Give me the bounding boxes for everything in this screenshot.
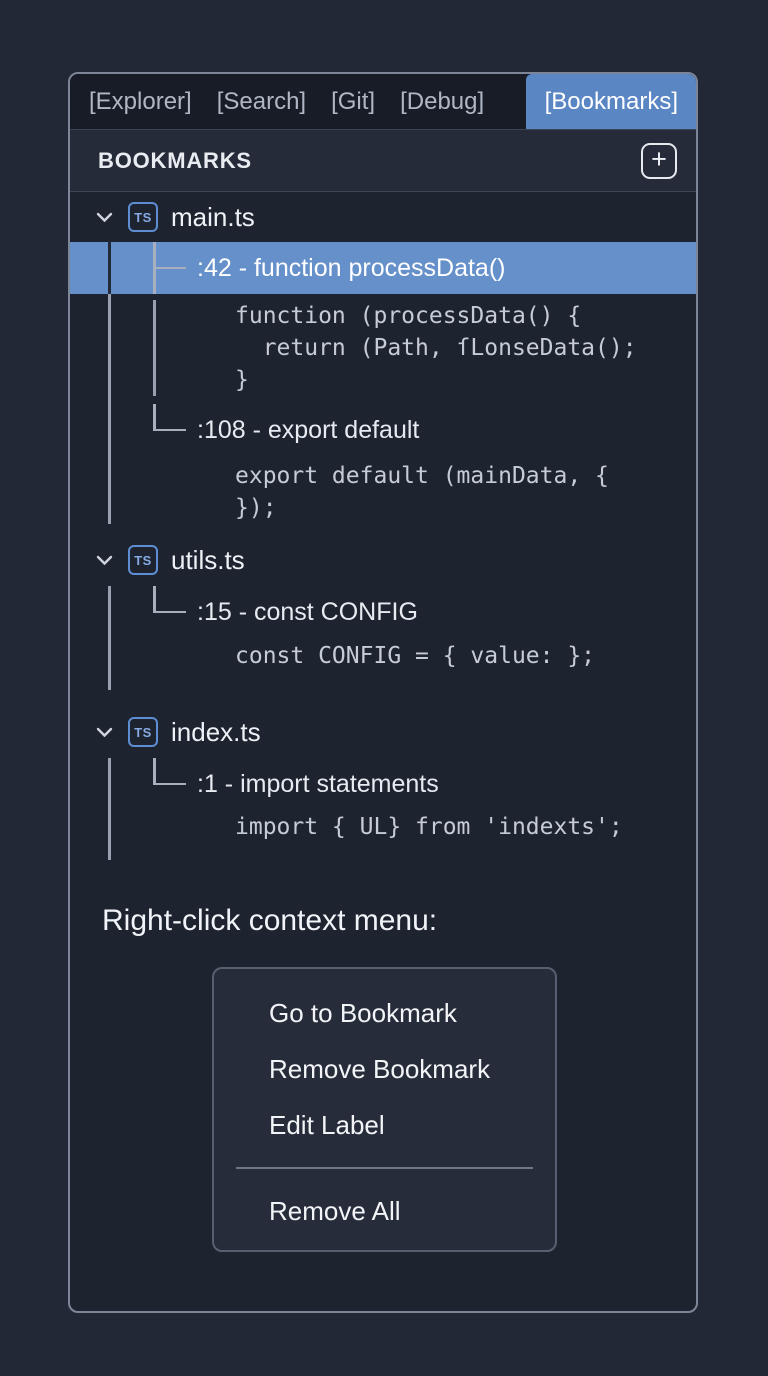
file-name: utils.ts: [171, 544, 245, 575]
code-line: return (Path, ſLonseData();: [235, 335, 637, 361]
tree-guide-line: [153, 300, 156, 396]
tab-search[interactable]: [Search]: [216, 87, 307, 115]
menu-divider: [236, 1167, 533, 1169]
tree-connector: [153, 428, 186, 431]
bookmarks-tree: TS main.ts :42 - function processData() …: [70, 192, 696, 860]
add-bookmark-button[interactable]: +: [641, 142, 677, 179]
code-line: export default (mainData, {: [235, 463, 609, 489]
code-line: function (processData() {: [235, 303, 582, 329]
tab-git[interactable]: [Git]: [331, 87, 376, 115]
bookmark-label: :15 - const CONFIG: [197, 597, 418, 626]
tree-guide-line: [108, 294, 111, 524]
tree-connector: [153, 266, 186, 269]
context-menu: Go to Bookmark Remove Bookmark Edit Labe…: [212, 967, 557, 1252]
bookmarks-panel: [Explorer] [Search] [Git] [Debug] [Bookm…: [68, 72, 698, 1313]
tree-guide-line: [108, 242, 111, 294]
code-line: import { UL} from 'indexts';: [235, 814, 623, 840]
plus-icon: +: [651, 143, 667, 174]
bookmark-row[interactable]: :15 - const CONFIG: [70, 586, 696, 638]
tab-debug[interactable]: [Debug]: [400, 87, 485, 115]
menu-item-edit-label[interactable]: Edit Label: [269, 1109, 385, 1140]
code-preview: const CONFIG = { value: };: [235, 640, 696, 672]
tab-explorer[interactable]: [Explorer]: [89, 87, 192, 115]
typescript-file-icon: TS: [128, 717, 158, 747]
bookmark-label: :1 - import statements: [197, 769, 439, 798]
file-row-utils-ts[interactable]: TS utils.ts: [70, 534, 696, 586]
menu-item-remove-all[interactable]: Remove All: [269, 1195, 401, 1226]
code-line: const CONFIG = { value: };: [235, 643, 596, 669]
file-name: index.ts: [171, 716, 261, 747]
bookmark-label: :108 - export default: [197, 415, 420, 444]
tab-bookmarks[interactable]: [Bookmarks]: [525, 74, 696, 129]
tree-guide-line: [108, 758, 111, 860]
file-row-main-ts[interactable]: TS main.ts: [70, 192, 696, 242]
chevron-down-icon[interactable]: [96, 555, 113, 566]
file-name: main.ts: [171, 201, 255, 232]
tree-guide-line: [108, 586, 111, 690]
typescript-file-icon: TS: [128, 545, 158, 575]
tree-connector: [153, 404, 156, 430]
bookmark-row-selected[interactable]: :42 - function processData(): [70, 242, 696, 294]
activity-tabbar: [Explorer] [Search] [Git] [Debug] [Bookm…: [70, 74, 696, 130]
tree-connector: [153, 586, 156, 612]
panel-header: BOOKMARKS +: [70, 130, 696, 192]
bookmark-row[interactable]: :1 - import statements: [70, 758, 696, 810]
tree-connector: [153, 782, 186, 785]
code-preview: export default (mainData, { });: [235, 460, 696, 524]
file-row-index-ts[interactable]: TS index.ts: [70, 706, 696, 758]
chevron-down-icon[interactable]: [96, 727, 113, 738]
code-preview: function (processData() { return (Path, …: [235, 300, 696, 396]
chevron-down-icon[interactable]: [96, 212, 113, 223]
code-line: });: [235, 495, 277, 521]
typescript-file-icon: TS: [128, 202, 158, 232]
menu-item-go-to-bookmark[interactable]: Go to Bookmark: [269, 997, 457, 1028]
tree-connector: [153, 758, 156, 784]
menu-item-remove-bookmark[interactable]: Remove Bookmark: [269, 1053, 491, 1084]
code-line: }: [235, 367, 249, 393]
bookmark-row[interactable]: :108 - export default: [70, 404, 696, 456]
tree-connector: [153, 610, 186, 613]
code-preview: import { UL} from 'indexts';: [235, 811, 696, 843]
panel-title: BOOKMARKS: [98, 147, 252, 173]
context-menu-heading: Right-click context menu:: [102, 904, 438, 937]
bookmark-label: :42 - function processData(): [197, 253, 506, 282]
